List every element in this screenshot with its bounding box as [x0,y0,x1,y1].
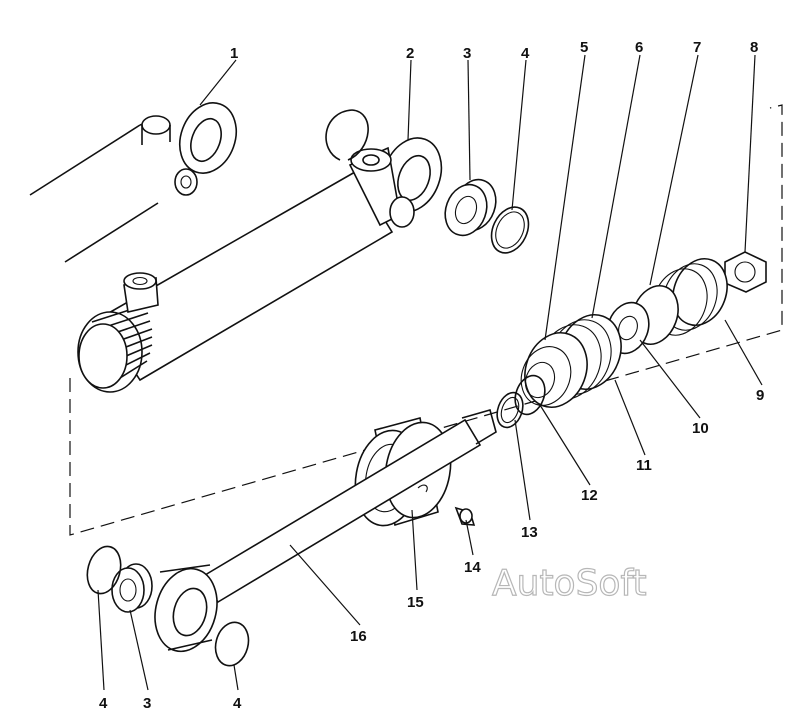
callout-11: 11 [636,457,652,474]
part-2-cylinder-tube [77,109,443,393]
part-16-piston-rod [154,409,497,653]
callout-3-upper: 3 [463,45,471,62]
callout-10: 10 [692,420,709,437]
callout-15: 15 [407,594,424,611]
part-4-snap-ring-upper [490,206,530,254]
part-12-o-ring [514,374,546,416]
callout-5: 5 [580,39,588,56]
part-8-nut [724,251,767,293]
callout-2: 2 [406,45,414,62]
callout-13: 13 [521,524,538,541]
part-3-bushing-lower [111,563,153,613]
part-1-cylinder-end [29,102,238,263]
part-13-backup-ring [496,391,524,429]
part-14-grease-fitting [454,506,476,526]
callout-3-lower: 3 [143,695,151,712]
callout-14: 14 [464,559,481,576]
callout-4-lower-right: 4 [233,695,242,712]
callout-1: 1 [230,45,238,62]
part-5-6-11-piston [520,314,622,408]
callout-8: 8 [750,39,758,56]
callout-4-lower-left: 4 [99,695,108,712]
part-3-bushing-upper [444,178,497,237]
callout-6: 6 [635,39,643,56]
leader-lines [97,54,763,691]
part-4-snap-ring-lower-right [214,621,250,667]
callout-9: 9 [756,387,764,404]
callout-labels: 1 2 3 4 5 6 7 8 9 10 11 12 13 14 15 16 4… [99,39,764,712]
callout-7: 7 [693,39,701,56]
watermark-autosoft: AutoSoft [492,563,647,604]
callout-4-upper: 4 [521,45,530,62]
callout-12: 12 [581,487,598,504]
callout-16: 16 [350,628,367,645]
